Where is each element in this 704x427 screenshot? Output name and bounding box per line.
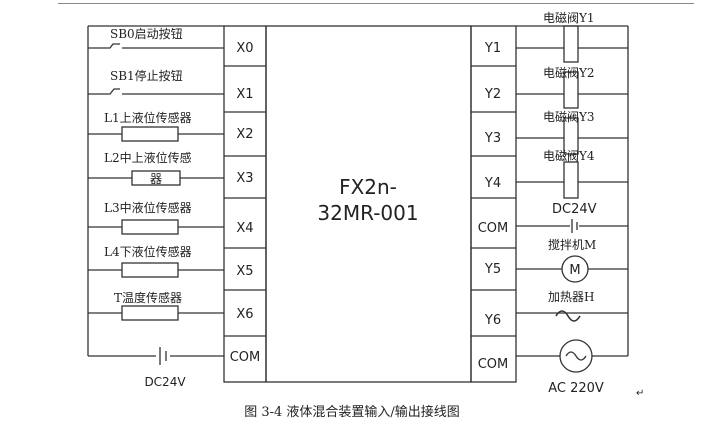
label-input-dc24v: DC24V — [144, 375, 186, 389]
solenoid-y3-coil — [563, 117, 579, 155]
terminal-output-com-dc: COM — [478, 221, 509, 236]
plc-model-line2: 32MR-001 — [317, 201, 418, 225]
l3-sensor-resistor — [121, 219, 179, 235]
label-y4: 电磁阀Y4 — [543, 148, 595, 163]
label-y2: 电磁阀Y2 — [543, 65, 595, 80]
output-terminal-labels: Y1 Y2 Y3 Y4 COM Y5 Y6 COM — [478, 41, 509, 372]
output-device-labels: 电磁阀Y1 电磁阀Y2 电磁阀Y3 电磁阀Y4 搅拌机M 加热器H — [543, 10, 596, 304]
terminal-output-com-ac: COM — [478, 357, 509, 372]
label-y3: 电磁阀Y3 — [543, 109, 595, 124]
terminal-y5: Y5 — [484, 262, 501, 277]
terminal-x5: X5 — [236, 264, 253, 279]
input-terminal-labels: X0 X1 X2 X3 X4 X5 X6 COM — [230, 41, 261, 365]
figure-caption: 图 3-4 液体混合装置输入/输出接线图 — [244, 404, 460, 420]
return-mark: ↵ — [636, 388, 644, 399]
label-heater: 加热器H — [548, 290, 594, 304]
l4-sensor-resistor — [121, 262, 179, 278]
label-l2: L2中上液位传感 — [104, 150, 192, 165]
l1-sensor-resistor — [121, 126, 179, 142]
solenoid-y4-coil — [563, 161, 579, 199]
sb1-switch — [88, 88, 120, 95]
terminal-x1: X1 — [236, 87, 253, 102]
terminal-input-com: COM — [230, 350, 261, 365]
page-top-rule — [58, 3, 694, 4]
solenoid-y1-coil — [563, 25, 579, 63]
ac-wave — [565, 351, 587, 361]
input-terminal-block — [223, 25, 267, 383]
terminal-y6: Y6 — [484, 313, 501, 328]
label-motor: 搅拌机M — [548, 237, 596, 252]
label-t: T温度传感器 — [114, 290, 182, 305]
label-sb0: SB0启动按钮 — [110, 26, 183, 41]
input-device-labels: SB0启动按钮 SB1停止按钮 L1上液位传感器 L2中上液位传感 器 L3中液… — [104, 26, 192, 305]
motor-symbol-letter: M — [569, 263, 580, 278]
label-ac220v: AC 220V — [548, 381, 604, 396]
label-y1: 电磁阀Y1 — [543, 10, 595, 25]
terminal-x2: X2 — [236, 127, 253, 142]
label-l3: L3中液位传感器 — [104, 200, 192, 215]
sb0-switch — [88, 43, 120, 49]
plc-model-line1: FX2n- — [339, 175, 397, 199]
label-l1: L1上液位传感器 — [104, 110, 192, 125]
wiring-lines — [87, 25, 629, 383]
terminal-y4: Y4 — [484, 176, 501, 191]
output-terminal-block — [470, 25, 517, 383]
label-output-dc24v: DC24V — [552, 202, 597, 217]
label-l4: L4下液位传感器 — [104, 244, 192, 259]
t-sensor-resistor — [121, 305, 179, 321]
terminal-y2: Y2 — [484, 87, 501, 102]
terminal-x6: X6 — [236, 307, 253, 322]
terminal-x4: X4 — [236, 221, 253, 236]
label-l2-line2: 器 — [150, 172, 162, 186]
heater-symbol — [555, 310, 581, 322]
terminal-x0: X0 — [236, 41, 253, 56]
terminal-y3: Y3 — [484, 131, 501, 146]
terminal-x3: X3 — [236, 171, 253, 186]
solenoid-y2-coil — [563, 71, 579, 109]
terminal-y1: Y1 — [484, 41, 501, 56]
label-sb1: SB1停止按钮 — [110, 68, 183, 83]
